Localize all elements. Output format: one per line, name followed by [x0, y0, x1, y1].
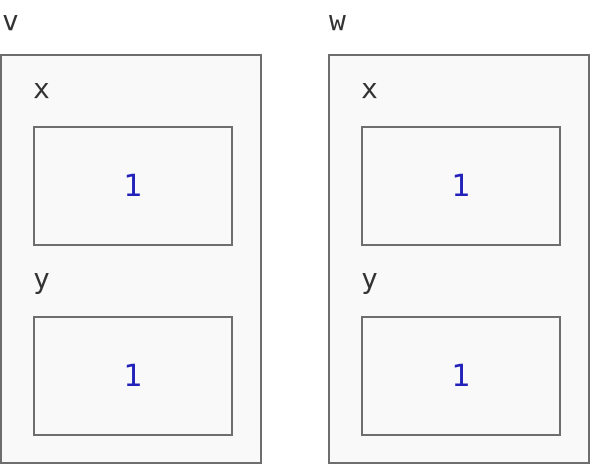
field-value-y: 1 [451, 358, 471, 394]
variable-name-v: v [2, 4, 19, 37]
field-label-y: y [33, 262, 50, 295]
field-value-x: 1 [123, 168, 143, 204]
field-label-y: y [361, 262, 378, 295]
field-value-x: 1 [451, 168, 471, 204]
field-box-x: 1 [361, 126, 561, 246]
field-box-y: 1 [361, 316, 561, 436]
field-box-y: 1 [33, 316, 233, 436]
field-box-x: 1 [33, 126, 233, 246]
variable-name-w: w [329, 4, 346, 37]
field-label-x: x [361, 72, 378, 105]
object-panel-w: x 1 y 1 [328, 54, 590, 464]
field-value-y: 1 [123, 358, 143, 394]
field-label-x: x [33, 72, 50, 105]
object-panel-v: x 1 y 1 [0, 54, 262, 464]
